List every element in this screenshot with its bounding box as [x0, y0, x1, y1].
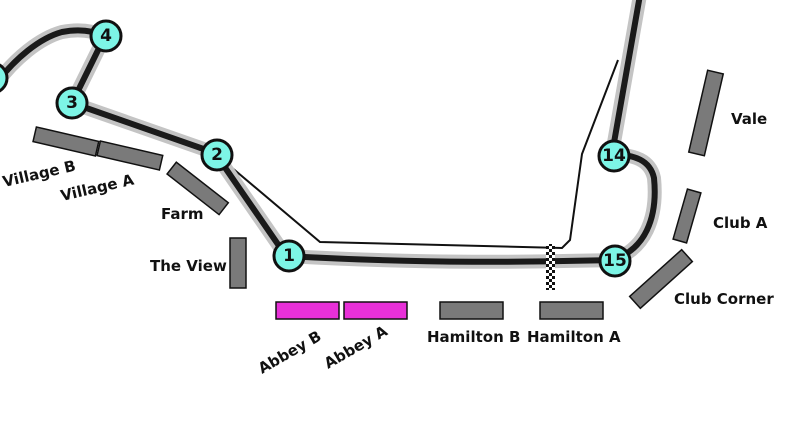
grandstand-abbey-b[interactable]	[275, 301, 340, 320]
grandstand-label-club-corner: Club Corner	[674, 290, 774, 308]
grandstand-label-club-a: Club A	[713, 214, 768, 232]
turn-marker-14: 14	[597, 139, 631, 173]
turn-number: 14	[602, 146, 626, 166]
grandstand-abbey-a[interactable]	[343, 301, 408, 320]
turn-number: 3	[66, 93, 78, 113]
start-finish-line	[546, 244, 555, 290]
turn-marker-1: 1	[272, 239, 306, 273]
grandstand-label-abbey-a: Abbey A	[321, 322, 391, 373]
pit-lane	[217, 59, 619, 250]
turn-number: 1	[283, 246, 295, 266]
grandstand-vale[interactable]	[687, 69, 725, 157]
turn-marker-15: 15	[598, 244, 632, 278]
grandstand-hamilton-a[interactable]	[539, 301, 604, 320]
turn-marker-3: 3	[55, 86, 89, 120]
grandstand-label-the-view: The View	[150, 257, 227, 275]
grandstand-label-hamilton-a: Hamilton A	[527, 328, 621, 346]
turn-number: 4	[100, 26, 112, 46]
grandstand-village-b[interactable]	[32, 126, 100, 157]
grandstand-farm[interactable]	[166, 161, 230, 216]
turn-number: 15	[603, 251, 627, 271]
grandstand-club-corner[interactable]	[628, 248, 694, 310]
turn-marker-2: 2	[200, 138, 234, 172]
track	[0, 0, 658, 265]
grandstand-village-a[interactable]	[96, 140, 164, 171]
grandstand-label-hamilton-b: Hamilton B	[427, 328, 520, 346]
grandstand-hamilton-b[interactable]	[439, 301, 504, 320]
grandstand-club-a[interactable]	[672, 188, 702, 244]
turn-marker-offscreen	[0, 63, 9, 93]
grandstand-label-abbey-b: Abbey B	[255, 327, 324, 377]
turn-number: 2	[211, 145, 223, 165]
grandstand-label-farm: Farm	[161, 205, 204, 223]
turn-marker-4: 4	[89, 19, 123, 53]
grandstand-label-vale: Vale	[731, 110, 767, 128]
grandstand-the-view[interactable]	[229, 237, 247, 289]
